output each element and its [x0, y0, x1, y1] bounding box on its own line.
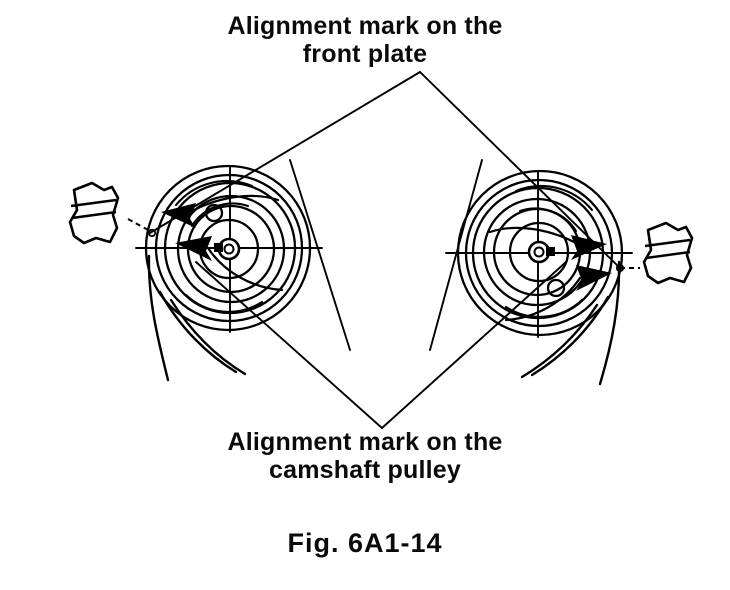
- leader-lines-front-plate: [149, 71, 621, 269]
- right-camshaft-pulley: [445, 169, 694, 386]
- left-front-plate-pointer: [127, 218, 157, 238]
- right-arrow-upper: [571, 235, 607, 260]
- camshaft-pulley-label: Alignment mark on the camshaft pulley: [227, 428, 503, 484]
- left-arc-upper: [174, 179, 254, 207]
- right-tab-body: [642, 221, 694, 285]
- leader-pulley-inner-left: [289, 159, 351, 351]
- left-hub-keyway: [214, 243, 223, 252]
- right-hub-keyway: [546, 247, 555, 256]
- right-alignment-arrows: [571, 235, 612, 291]
- left-tab-band-top: [70, 198, 117, 208]
- right-front-plate-pointer: [615, 263, 640, 273]
- right-arrow-lower-tail: [504, 276, 582, 322]
- right-front-plate-tab: [642, 221, 694, 285]
- leader-lines-camshaft-pulley: [195, 159, 567, 429]
- right-arc-upper: [514, 184, 594, 212]
- right-arrow-tails: [488, 226, 582, 322]
- belt-left-outer: [147, 254, 170, 382]
- right-bolt-hole: [546, 278, 566, 298]
- right-arrow-lower: [576, 265, 612, 291]
- right-arc-lower: [504, 298, 584, 318]
- left-tab-body: [68, 181, 120, 245]
- left-arrow-upper: [161, 203, 196, 228]
- left-dashed-pointer: [127, 218, 151, 232]
- leader-pulley-outer-left: [195, 261, 383, 429]
- belt-left-inner: [169, 298, 247, 376]
- left-arrow-tails: [192, 194, 284, 292]
- leader-front-plate-left: [149, 71, 421, 234]
- right-pulley-partial-arcs: [504, 184, 594, 318]
- right-edge-mark: [615, 263, 625, 273]
- leader-front-plate-right: [419, 71, 621, 269]
- left-tab-band-bottom: [71, 210, 117, 220]
- left-bolt-hole: [204, 203, 224, 223]
- left-arc-lower: [184, 293, 264, 313]
- right-arrow-upper-tail: [488, 226, 576, 244]
- right-ring-6: [508, 221, 570, 283]
- leader-pulley-outer-right: [381, 261, 567, 429]
- front-plate-label: Alignment mark on the front plate: [227, 12, 503, 68]
- left-edge-mark: [147, 228, 157, 238]
- left-hub-bore: [223, 243, 235, 255]
- figure-caption: Fig. 6A1-14: [287, 528, 443, 558]
- left-ring-4: [176, 194, 286, 304]
- left-camshaft-pulley: [68, 164, 323, 382]
- right-arc-inner-upper: [518, 207, 578, 233]
- right-hub-bore: [533, 246, 545, 258]
- right-ring-4: [482, 197, 592, 307]
- belt-right-inner: [520, 303, 599, 379]
- left-hub: [214, 237, 241, 261]
- leader-pulley-inner-right: [429, 159, 483, 351]
- left-arrow-lower: [175, 236, 212, 261]
- right-hub: [527, 240, 555, 264]
- right-tab-band-top: [644, 238, 691, 248]
- left-arrow-lower-tail: [206, 246, 284, 292]
- left-alignment-arrows: [161, 203, 212, 261]
- left-front-plate-tab: [68, 181, 120, 245]
- left-arrow-upper-tail: [192, 194, 280, 212]
- right-tab-band-bottom: [645, 250, 691, 260]
